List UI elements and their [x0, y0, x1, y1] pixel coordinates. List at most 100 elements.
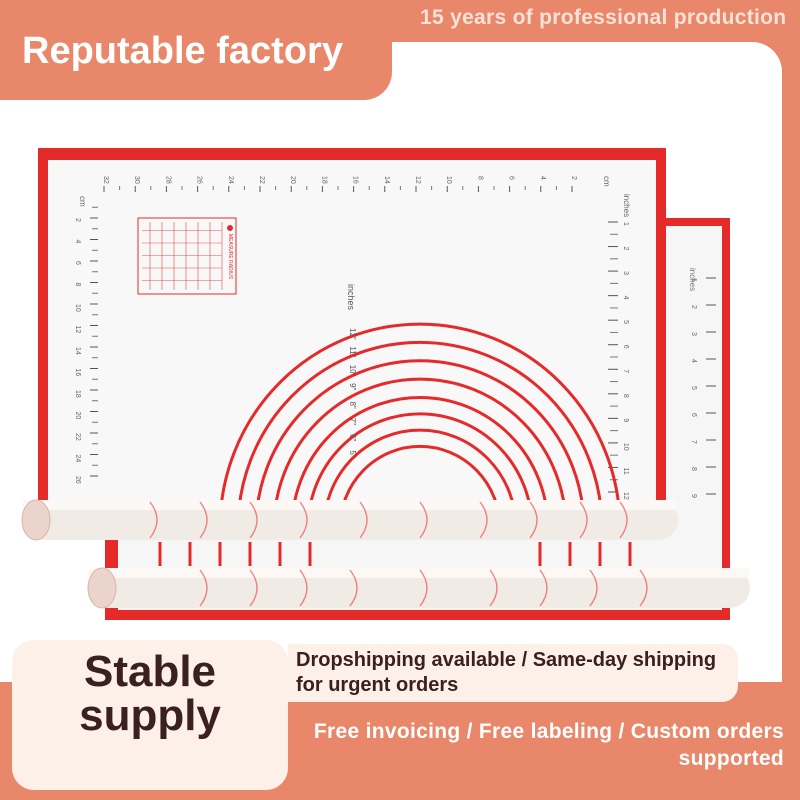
top-ruler-label: 16	[352, 176, 359, 184]
top-ruler-label: 4	[539, 176, 546, 180]
circle-label: 7"	[348, 418, 357, 425]
left-ruler-label: 12	[74, 326, 81, 334]
measurement-circle	[272, 377, 568, 529]
back-ruler-label: 6	[690, 413, 697, 417]
top-ruler-label: 22	[258, 176, 265, 184]
left-ruler-label: 8	[74, 283, 81, 287]
measurement-circle	[218, 322, 622, 529]
left-ruler-label: 16	[74, 369, 81, 377]
circle-label: 12"	[348, 328, 357, 340]
right-ruler-label: 8	[622, 394, 629, 398]
right-ruler-label: 7	[622, 369, 629, 373]
top-ruler-label: 10	[445, 176, 452, 184]
title-tab	[0, 0, 392, 100]
services-text: Free invoicing / Free labeling / Custom …	[313, 720, 784, 770]
left-ruler-label: 22	[74, 433, 81, 441]
measurement-circles	[218, 322, 622, 529]
circle-labels: 12" 11" 10" 9" 8" 7" 6" 5"	[348, 328, 357, 458]
right-ruler-label: 4	[622, 296, 629, 300]
roll-stripe	[529, 501, 538, 539]
shipping-strip: Dropshipping available / Same-day shippi…	[288, 644, 738, 702]
right-ruler-unit: inches	[622, 194, 631, 217]
back-ruler-label: 5	[690, 386, 697, 390]
roll-stripe	[479, 501, 488, 539]
top-ruler-label: 26	[196, 176, 203, 184]
measurement-circle	[322, 428, 518, 529]
back-ruler-label: 4	[690, 359, 697, 363]
shipping-text: Dropshipping available / Same-day shippi…	[296, 649, 717, 696]
back-ruler-label: 9	[690, 494, 697, 498]
left-ruler-unit: cm	[78, 196, 87, 207]
measurement-circle	[254, 359, 586, 529]
roll-stripe	[299, 569, 308, 607]
left-ruler-label: 2	[74, 218, 81, 222]
roll-stripe	[249, 501, 258, 539]
back-mat-unit-label: inches	[688, 268, 697, 291]
right-ruler-label: 6	[622, 345, 629, 349]
top-ruler-unit: cm	[602, 176, 611, 187]
chart-title: MEASURE RADIUS	[227, 234, 233, 280]
roll-stripe	[199, 501, 208, 539]
measurement-circle	[290, 395, 550, 529]
roll-stripe	[639, 569, 648, 607]
circle-label: 5"	[348, 450, 357, 457]
right-ruler-label: 3	[622, 271, 629, 275]
roll-stripe	[349, 569, 358, 607]
top-ruler-label: 28	[164, 176, 171, 184]
back-ruler-label: 3	[690, 332, 697, 336]
page-title: Reputable factory	[22, 30, 343, 72]
top-ruler-label: 18	[320, 176, 327, 184]
measurement-circle	[306, 412, 534, 529]
top-ruler-label: 30	[133, 176, 140, 184]
measurement-circle	[236, 340, 604, 529]
roll-stripe	[199, 569, 208, 607]
roll-stripe	[419, 569, 428, 607]
roll-stripe	[589, 569, 598, 607]
right-ruler-label: 12	[622, 492, 629, 500]
circle-label: 10"	[348, 365, 357, 377]
top-ruler-label: 8	[476, 176, 483, 180]
badge-line-2: supply	[79, 691, 221, 740]
badge-line-1: Stable	[83, 647, 217, 696]
top-ruler-label: 32	[102, 176, 109, 184]
roll-stripe	[149, 501, 158, 539]
right-ruler-label: 5	[622, 320, 629, 324]
top-ruler-label: 14	[383, 176, 390, 184]
roll-stripe	[359, 501, 368, 539]
roll-stripe	[249, 569, 258, 607]
right-ruler-label: 1	[622, 222, 629, 226]
left-ruler-label: 24	[74, 455, 81, 463]
top-ruler-label: 12	[414, 176, 421, 184]
left-ruler-label: 10	[74, 304, 81, 312]
conversion-chart: MEASURE RADIUS	[137, 217, 237, 295]
right-ruler-label: 2	[622, 247, 629, 251]
right-ruler-label: 11	[622, 467, 629, 474]
left-ruler-label: 26	[74, 476, 81, 484]
circle-label: 11"	[348, 346, 357, 357]
chart-marker	[227, 225, 233, 231]
back-ruler-label: 8	[690, 467, 697, 471]
circle-label: 9"	[348, 383, 357, 390]
measurement-circle	[338, 444, 502, 529]
back-ruler-label: 2	[690, 305, 697, 309]
left-ruler-label: 6	[74, 261, 81, 265]
left-ruler-label: 18	[74, 390, 81, 398]
circle-label: 8"	[348, 401, 357, 408]
top-ruler-label: 2	[570, 176, 577, 180]
circle-unit-label: inches	[346, 284, 356, 311]
roll-stripe	[539, 569, 548, 607]
top-ruler-label: 24	[227, 176, 234, 184]
back-ruler-label: 7	[690, 440, 697, 444]
circle-label: 6"	[348, 434, 357, 441]
stable-supply-badge: Stable supply	[12, 640, 288, 790]
roll-stripe	[619, 501, 628, 539]
right-ruler-label: 10	[622, 443, 629, 451]
rolled-mats	[21, 499, 750, 609]
left-ruler-label: 14	[74, 347, 81, 355]
left-ruler-label: 20	[74, 412, 81, 420]
